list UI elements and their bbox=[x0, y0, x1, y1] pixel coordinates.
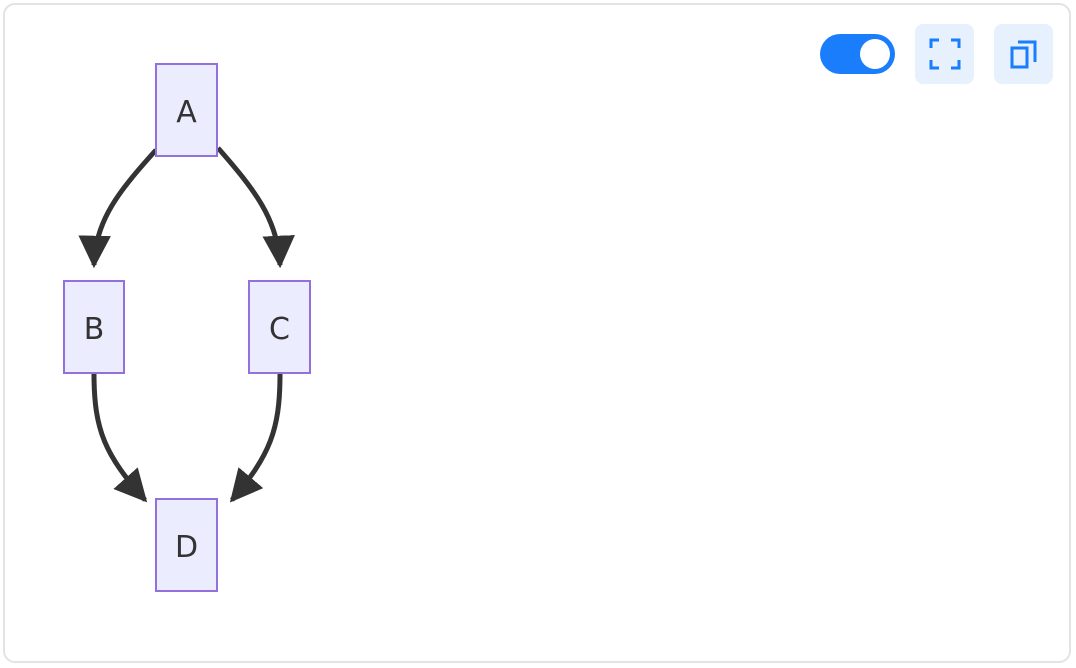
view-toggle-switch[interactable] bbox=[820, 34, 895, 74]
node-b-label: B bbox=[84, 312, 105, 347]
node-c[interactable]: C bbox=[248, 280, 311, 374]
node-c-label: C bbox=[269, 312, 290, 347]
fullscreen-icon bbox=[929, 38, 960, 70]
fullscreen-button[interactable] bbox=[915, 24, 974, 84]
copy-icon bbox=[1010, 40, 1036, 69]
edge-a-c bbox=[216, 146, 295, 269]
copy-button[interactable] bbox=[994, 24, 1053, 84]
node-d-label: D bbox=[175, 530, 198, 565]
edge-b-d bbox=[91, 373, 148, 503]
toggle-knob bbox=[860, 39, 890, 69]
node-d[interactable]: D bbox=[155, 498, 218, 592]
node-a[interactable]: A bbox=[155, 63, 218, 157]
node-a-label: A bbox=[176, 95, 197, 130]
node-b[interactable]: B bbox=[63, 280, 125, 374]
edge-c-d bbox=[229, 373, 283, 503]
edge-a-b bbox=[78, 148, 158, 269]
